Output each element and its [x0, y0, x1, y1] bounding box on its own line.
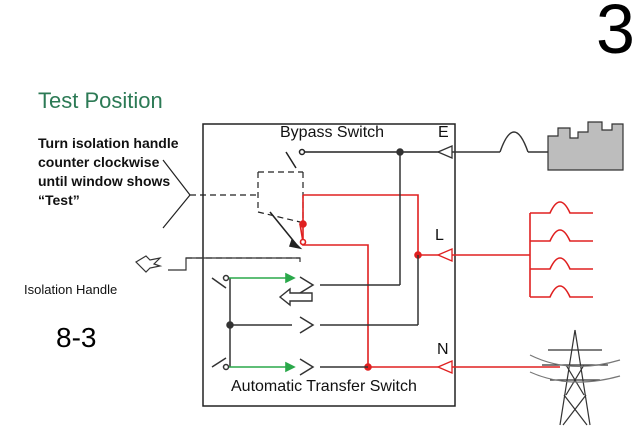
callout-lines	[162, 159, 304, 229]
load-coils-icon	[452, 201, 593, 298]
terminal-markers	[436, 145, 453, 159]
generator-icon	[547, 121, 624, 171]
transfer-arrows	[229, 272, 296, 373]
emergency-feed	[452, 131, 548, 153]
normal-letter: N	[437, 341, 449, 358]
instruction-text: Turn isolation handle counter clockwise …	[38, 135, 179, 208]
bypass-switch	[269, 148, 440, 250]
emergency-letter: E	[438, 124, 449, 141]
load-letter: L	[435, 227, 444, 244]
ats-wires	[211, 148, 419, 376]
ats-label: Automatic Transfer Switch	[231, 378, 417, 395]
switch-enclosure	[202, 123, 456, 407]
page-title: Test Position	[38, 88, 163, 113]
bypass-switch-label: Bypass Switch	[280, 124, 385, 141]
figure-number: 8-3	[56, 322, 97, 353]
isolation-handle-icon	[135, 255, 301, 273]
page-number: 3	[596, 0, 635, 68]
hollow-arrow-icon	[278, 287, 313, 307]
isolation-handle-label: Isolation Handle	[24, 282, 118, 297]
transmission-tower-icon	[529, 329, 621, 426]
